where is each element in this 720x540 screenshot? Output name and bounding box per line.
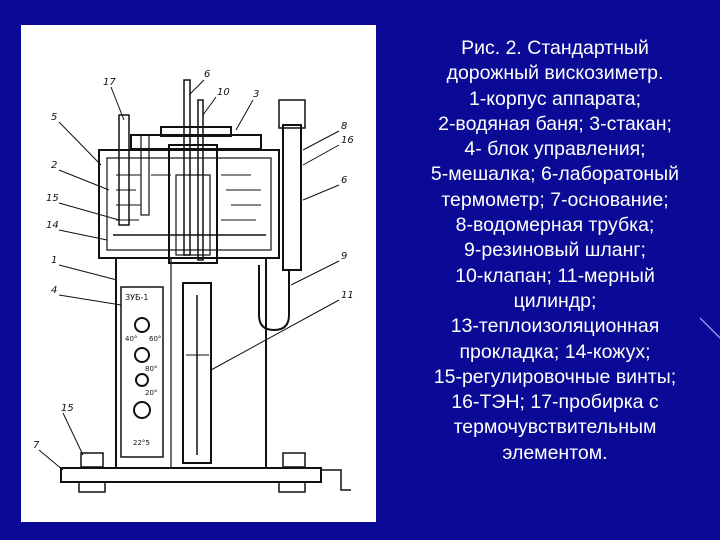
scale-40: 40° — [125, 335, 137, 343]
label-6-right: 6 — [341, 175, 347, 186]
thermometer — [183, 79, 191, 256]
foot-right — [282, 452, 306, 468]
label-15-bottom: 15 — [61, 403, 74, 414]
label-4: 4 — [51, 285, 57, 296]
caption: Рис. 2. Стандартный дорожный вискозиметр… — [390, 36, 720, 466]
leader-lines — [38, 79, 340, 471]
scale-80: 80° — [145, 365, 157, 373]
label-16: 16 — [341, 135, 354, 146]
measuring-cylinder — [182, 282, 212, 464]
viscometer-drawing: 17 6 10 3 5 2 15 14 1 4 15 7 8 16 6 9 11… — [33, 69, 354, 493]
caption-line-10: 10-клапан; 11-мерный — [455, 264, 655, 287]
caption-line-3: 1-корпус аппарата; — [468, 87, 642, 110]
lid-top — [160, 126, 232, 137]
power-cable — [321, 469, 351, 491]
label-15-top: 15 — [46, 193, 59, 204]
panel-label: ЗУБ-1 — [125, 293, 148, 302]
label-9: 9 — [341, 251, 347, 262]
caption-line-9: 9-резиновый шланг; — [464, 239, 646, 262]
dial-3 — [135, 373, 149, 387]
caption-line-5: 4- блок управления; — [464, 138, 646, 161]
leg-left — [78, 481, 106, 493]
caption-line-2: дорожный вискозиметр. — [446, 62, 664, 85]
base — [60, 467, 322, 483]
caption-line-16: термочувствительным — [453, 416, 657, 439]
water-bath-inner — [106, 157, 272, 251]
control-panel — [120, 286, 164, 458]
scale-22: 22°5 — [133, 439, 150, 447]
caption-line-4: 2-водяная баня; 3-стакан; — [438, 112, 672, 135]
label-6-top: 6 — [204, 69, 210, 80]
caption-line-7: термометр; 7-основание; — [441, 188, 669, 211]
stirrer — [140, 134, 150, 216]
dial-1 — [134, 317, 150, 333]
figure-panel: 17 6 10 3 5 2 15 14 1 4 15 7 8 16 6 9 11… — [21, 25, 376, 522]
rubber-hose — [258, 265, 290, 332]
test-tube — [118, 114, 130, 226]
label-2: 2 — [51, 160, 57, 171]
scale-20: 20° — [145, 389, 157, 397]
label-7: 7 — [33, 440, 40, 451]
valve-rod — [197, 99, 204, 261]
dial-2 — [134, 347, 150, 363]
caption-line-12: 13-теплоизоляционная — [450, 315, 660, 338]
gauge-cap — [278, 99, 306, 129]
label-3: 3 — [253, 89, 259, 100]
leg-right — [278, 481, 306, 493]
caption-line-13: прокладка; 14-кожух; — [459, 340, 651, 363]
label-17: 17 — [103, 77, 116, 88]
dial-4 — [133, 401, 151, 419]
cup-inner — [175, 174, 211, 256]
foot-left — [80, 452, 104, 468]
label-10: 10 — [217, 87, 230, 98]
scale-60: 60° — [149, 335, 161, 343]
cup — [168, 144, 218, 264]
caption-line-1: Рис. 2. Стандартный — [461, 37, 649, 59]
caption-line-11: цилиндр; — [513, 289, 597, 312]
label-14: 14 — [46, 220, 59, 231]
caption-line-15: 16-ТЭН; 17-пробирка с — [451, 391, 659, 414]
label-11: 11 — [341, 290, 354, 301]
label-8: 8 — [341, 121, 347, 132]
number-labels: 17 6 10 3 5 2 15 14 1 4 15 7 8 16 6 9 11… — [33, 69, 354, 451]
water-gauge — [282, 124, 302, 271]
caption-line-17: элементом. — [502, 441, 608, 464]
caption-line-8: 8-водомерная трубка; — [455, 214, 655, 237]
caption-line-14: 15-регулировочные винты; — [433, 365, 677, 388]
caption-line-6: 5-мешалка; 6-лаборатоный — [430, 163, 680, 186]
label-1: 1 — [51, 255, 57, 266]
label-5: 5 — [51, 112, 57, 123]
